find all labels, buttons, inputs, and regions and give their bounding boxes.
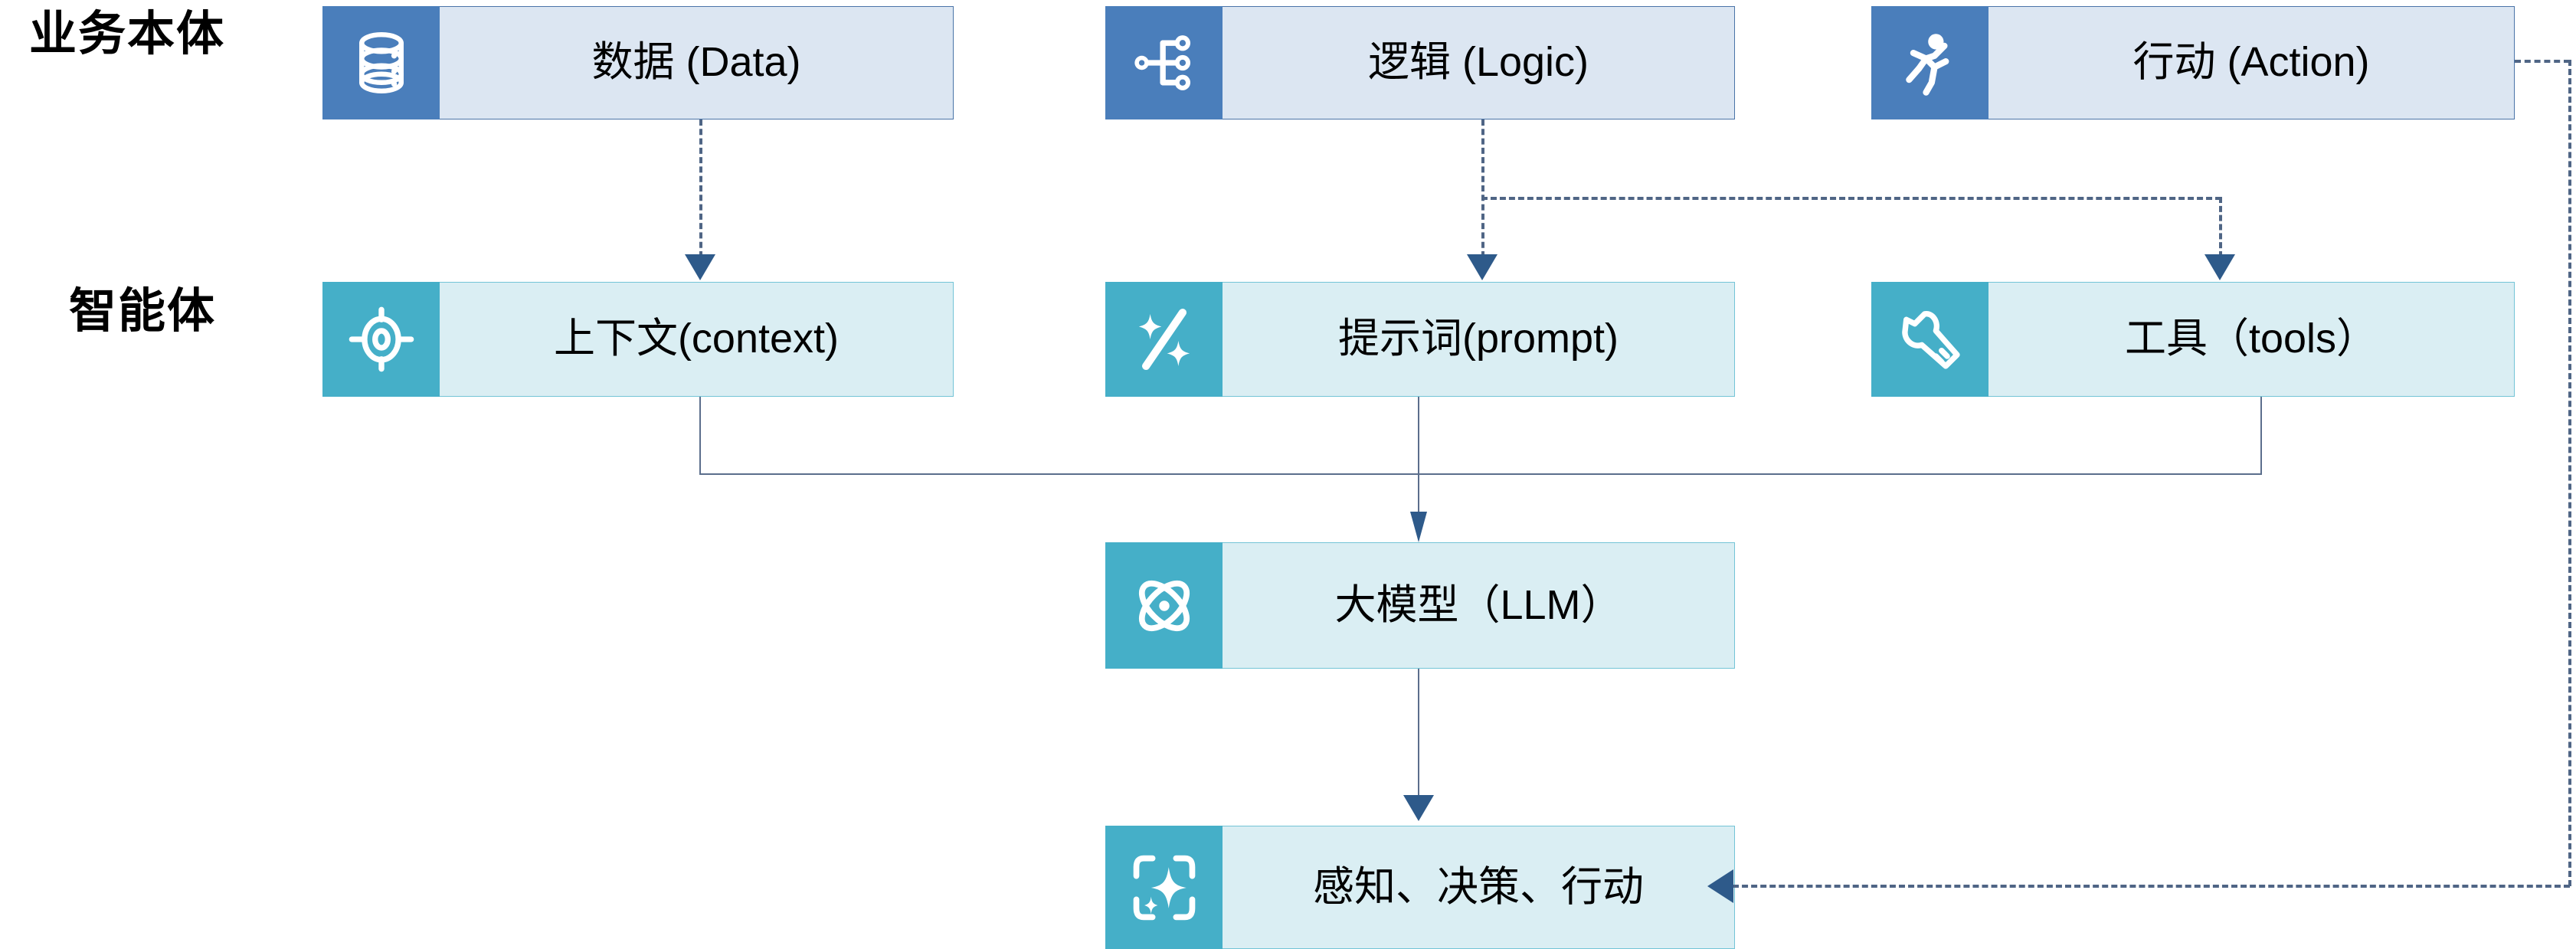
row-label-business: 业务本体 — [29, 8, 226, 61]
arrowhead-data-to-context — [685, 254, 715, 280]
node-outcome-body: 感知、决策、行动 — [1223, 826, 1735, 949]
connector-action-to-outcome-top — [2515, 60, 2570, 63]
connector-logic-to-tools-vertical — [2219, 197, 2222, 257]
node-prompt-body: 提示词(prompt) — [1223, 282, 1735, 397]
connector-llm-to-outcome — [1418, 669, 1419, 799]
connector-data-to-context — [699, 119, 702, 257]
arrowhead-llm-to-outcome — [1403, 795, 1434, 821]
arrowhead-logic-to-prompt — [1467, 254, 1497, 280]
node-action[interactable]: 行动 (Action) — [1871, 6, 2515, 119]
node-prompt[interactable]: 提示词(prompt) — [1105, 282, 1735, 397]
magic-wand-sparkle-icon — [1105, 282, 1223, 397]
node-context-label: 上下文(context) — [553, 316, 840, 362]
node-llm-body: 大模型（LLM） — [1223, 542, 1735, 669]
connector-tools-drop — [2260, 397, 2262, 474]
node-tools-label: 工具（tools） — [2124, 316, 2378, 362]
atom-molecule-icon — [1105, 542, 1223, 669]
connector-context-drop — [699, 397, 701, 474]
wrench-icon — [1871, 282, 1988, 397]
arrowhead-logic-to-tools — [2204, 254, 2235, 280]
crosshair-target-icon — [322, 282, 440, 397]
node-action-label: 行动 (Action) — [2132, 39, 2370, 86]
node-tools[interactable]: 工具（tools） — [1871, 282, 2515, 397]
node-data-body: 数据 (Data) — [440, 6, 954, 119]
node-data-label: 数据 (Data) — [591, 39, 801, 86]
arrowhead-action-to-outcome — [1707, 869, 1733, 903]
node-action-body: 行动 (Action) — [1988, 6, 2515, 119]
node-outcome-label: 感知、决策、行动 — [1313, 863, 1644, 910]
connector-action-to-outcome-right — [2568, 60, 2571, 886]
hierarchy-branch-icon — [1105, 6, 1223, 119]
database-icon — [322, 6, 440, 119]
connector-prompt-drop — [1418, 397, 1419, 474]
node-llm[interactable]: 大模型（LLM） — [1105, 542, 1735, 669]
node-llm-label: 大模型（LLM） — [1334, 581, 1622, 628]
node-outcome[interactable]: 感知、决策、行动 — [1105, 826, 1735, 949]
node-logic-body: 逻辑 (Logic) — [1223, 6, 1735, 119]
connector-action-to-outcome-bottom — [1733, 885, 2570, 888]
node-prompt-label: 提示词(prompt) — [1337, 316, 1619, 362]
running-person-icon — [1871, 6, 1988, 119]
node-context-body: 上下文(context) — [440, 282, 954, 397]
node-data[interactable]: 数据 (Data) — [322, 6, 954, 119]
row-label-agent: 智能体 — [69, 285, 217, 338]
sparkle-frame-icon — [1105, 826, 1223, 949]
connector-agent-bus — [699, 473, 2262, 475]
node-context[interactable]: 上下文(context) — [322, 282, 954, 397]
connector-logic-to-tools-horizontal — [1481, 197, 2221, 200]
connector-logic-to-prompt — [1481, 119, 1484, 257]
node-logic-label: 逻辑 (Logic) — [1367, 39, 1589, 86]
connector-bus-to-llm — [1418, 473, 1419, 515]
arrowhead-bus-to-llm — [1410, 512, 1427, 542]
node-tools-body: 工具（tools） — [1988, 282, 2515, 397]
node-logic[interactable]: 逻辑 (Logic) — [1105, 6, 1735, 119]
